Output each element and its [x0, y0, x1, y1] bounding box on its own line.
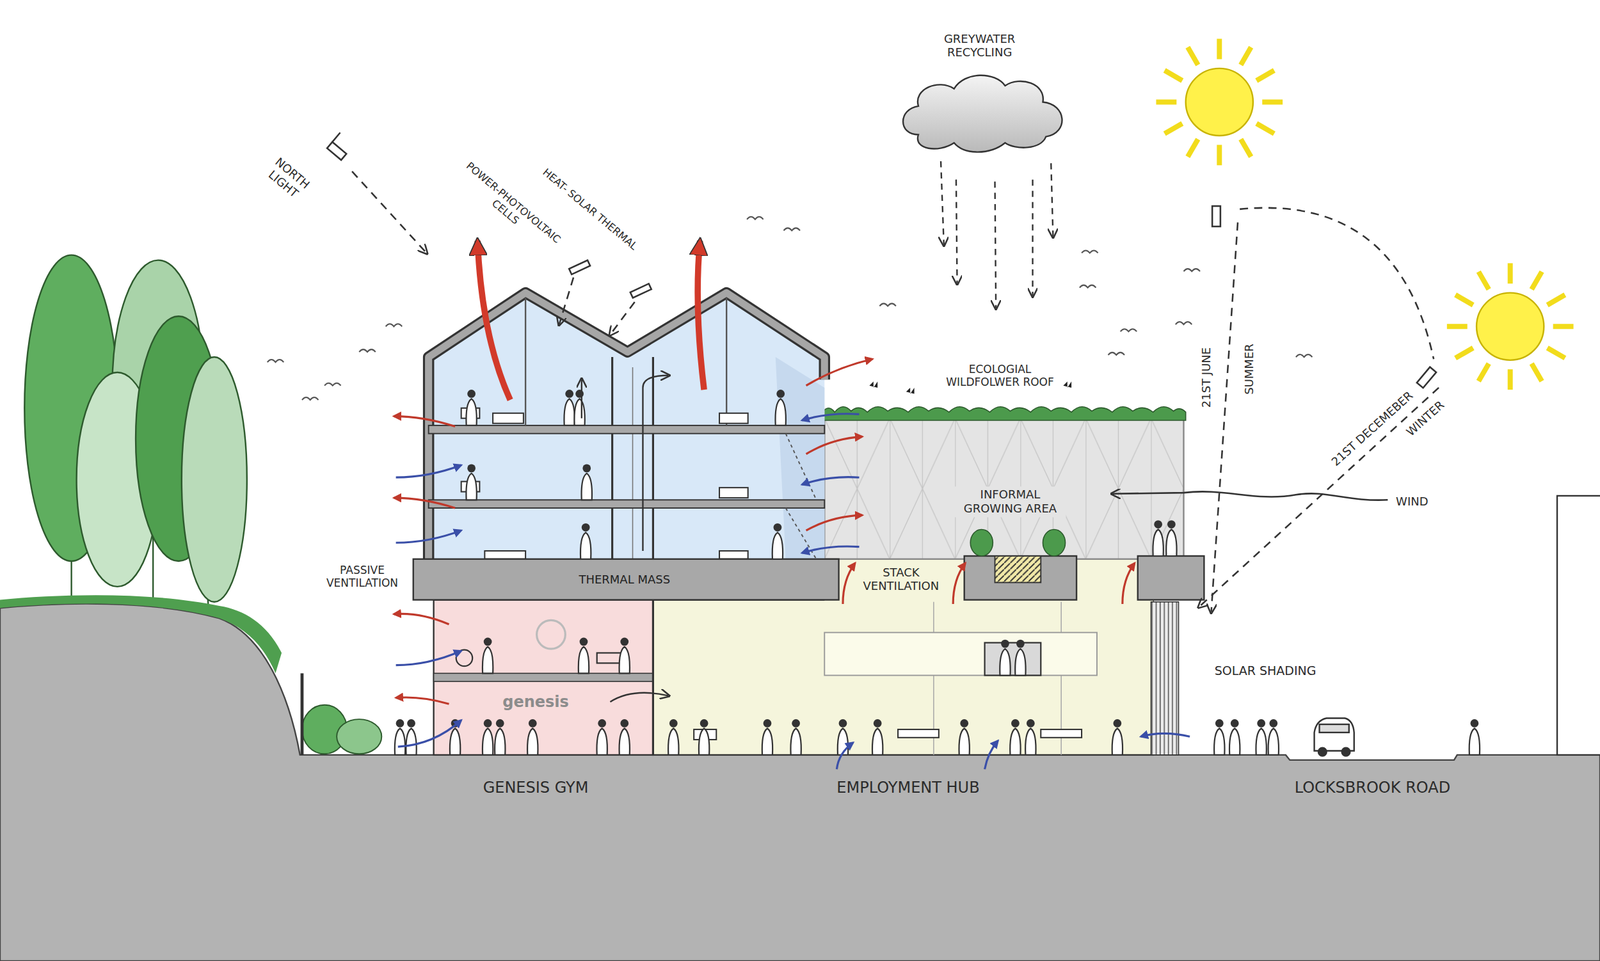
- thermal-mass-slab: [413, 559, 840, 601]
- people: [394, 389, 1480, 756]
- callout-label: STACK VENTILATION: [856, 564, 946, 595]
- logo-text: genesis: [502, 693, 569, 712]
- season-label: WINTER: [1404, 398, 1448, 440]
- ventilation-arrows: [393, 359, 1190, 770]
- callout-label: POWER-PHOTOVOLTAIC CELLS: [442, 148, 576, 267]
- callout-label: NORTH LIGHT: [256, 149, 319, 208]
- hub: [652, 600, 1153, 756]
- atrium: [824, 418, 1184, 560]
- gym: [433, 600, 654, 756]
- callout-label: PASSIVE VENTILATION: [317, 563, 408, 590]
- callout-label: GREYWATER RECYCLING: [931, 32, 1028, 60]
- wind-label: WIND: [1395, 495, 1428, 510]
- solar-shading: [1150, 602, 1179, 756]
- green-roof: [822, 407, 1186, 421]
- trees: [24, 255, 248, 623]
- wind-arrow: [1112, 491, 1388, 500]
- sun: [1155, 39, 1574, 391]
- birds: [267, 216, 1313, 400]
- neighbour-building: [1557, 496, 1600, 756]
- space-label: GENESIS GYM: [483, 778, 589, 797]
- callout-label: ECOLOGIAL WILDFOLWER ROOF: [936, 362, 1065, 389]
- street-label: LOCKSBROOK ROAD: [1294, 778, 1451, 797]
- area-label: INFORMAL GROWING AREA: [954, 487, 1067, 518]
- grass: [0, 595, 282, 674]
- date-label: 21ST DECEMEBER: [1329, 388, 1417, 469]
- season-label: SUMMER: [1242, 343, 1257, 395]
- sun-paths: [352, 171, 1439, 613]
- cloud: [903, 75, 1062, 153]
- car: [1314, 718, 1355, 757]
- callout-label: SOLAR SHADING: [1214, 663, 1317, 678]
- date-label: 21ST JUNE: [1199, 347, 1214, 408]
- space-label: EMPLOYMENT HUB: [836, 778, 980, 797]
- slab-label: THERMAL MASS: [578, 572, 671, 587]
- panel-symbols: [327, 132, 1437, 388]
- rain-arrows: [940, 161, 1053, 309]
